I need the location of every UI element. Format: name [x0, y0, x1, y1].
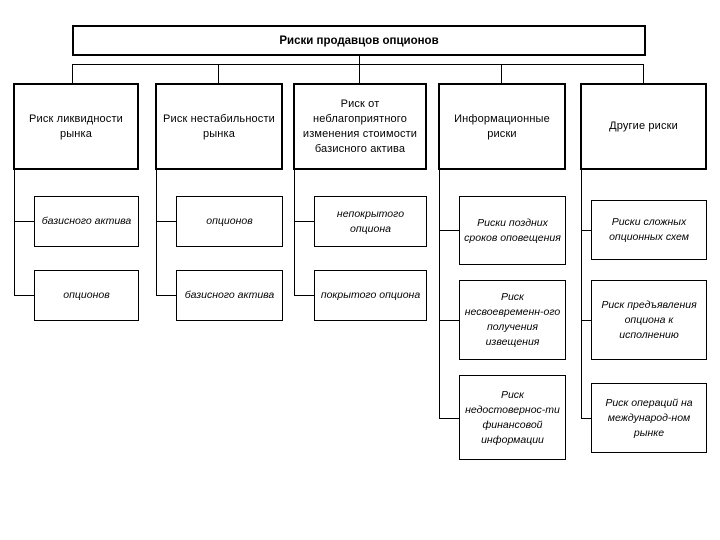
level1-bus — [72, 64, 644, 65]
leaf-box-covered-option: покрытого опциона — [314, 270, 427, 321]
branch-arm-3-1 — [294, 221, 314, 222]
leaf-box-unreliable-info: Риск недостовернос-ти финансовой информа… — [459, 375, 566, 460]
branch-arm-4-2 — [439, 320, 459, 321]
category-label-information: Информационные риски — [454, 112, 550, 140]
diagram-title-box: Риски продавцов опционов — [72, 25, 646, 56]
category-label-price-change: Риск от неблагоприятного изменения стоим… — [302, 97, 418, 155]
leaf-label-liquidity-asset: базисного актива — [41, 215, 132, 227]
leaf-box-international-ops: Риск операций на международ-ном рынке — [591, 383, 707, 453]
branch-trunk-2 — [156, 170, 157, 296]
leaf-label-liquidity-options: опционов — [63, 289, 110, 301]
bus-drop-1 — [72, 64, 73, 83]
bus-drop-2 — [218, 64, 219, 83]
leaf-box-instability-options: опционов — [176, 196, 283, 247]
leaf-label-uncovered-option: непокрытого опциона — [336, 207, 405, 235]
branch-arm-1-1 — [14, 221, 34, 222]
branch-arm-5-1 — [581, 230, 591, 231]
branch-arm-5-2 — [581, 320, 591, 321]
leaf-box-liquidity-options: опционов — [34, 270, 139, 321]
category-box-price-change: Риск от неблагоприятного изменения стоим… — [293, 83, 427, 170]
category-box-liquidity: Риск ликвидности рынка — [13, 83, 139, 170]
leaf-label-instability-asset: базисного актива — [184, 289, 275, 301]
category-label-other: Другие риски — [609, 120, 678, 132]
leaf-box-instability-asset: базисного актива — [176, 270, 283, 321]
diagram-title: Риски продавцов опционов — [279, 34, 439, 47]
leaf-label-option-presentation: Риск предъявления опциона к исполнению — [601, 298, 697, 341]
branch-arm-2-2 — [156, 295, 176, 296]
bus-drop-4 — [501, 64, 502, 83]
leaf-label-unreliable-info: Риск недостовернос-ти финансовой информа… — [465, 388, 560, 446]
branch-arm-5-3 — [581, 418, 591, 419]
category-label-instability: Риск нестабильности рынка — [163, 112, 275, 140]
branch-arm-4-1 — [439, 230, 459, 231]
leaf-label-late-notice: Риски поздних сроков оповещения — [464, 216, 561, 244]
branch-trunk-4 — [439, 170, 440, 419]
category-box-information: Информационные риски — [438, 83, 566, 170]
category-box-other: Другие риски — [580, 83, 707, 170]
branch-arm-3-2 — [294, 295, 314, 296]
leaf-label-international-ops: Риск операций на международ-ном рынке — [605, 396, 693, 439]
branch-trunk-5 — [581, 170, 582, 419]
leaf-box-untimely-receipt: Риск несвоевременн-ого получения извещен… — [459, 280, 566, 360]
leaf-box-option-presentation: Риск предъявления опциона к исполнению — [591, 280, 707, 360]
bus-drop-3 — [359, 64, 360, 83]
branch-arm-4-3 — [439, 418, 459, 419]
leaf-box-liquidity-asset: базисного актива — [34, 196, 139, 247]
leaf-label-complex-schemes: Риски сложных опционных схем — [609, 216, 689, 243]
leaf-label-covered-option: покрытого опциона — [320, 289, 421, 301]
leaf-box-uncovered-option: непокрытого опциона — [314, 196, 427, 247]
leaf-box-late-notice: Риски поздних сроков оповещения — [459, 196, 566, 265]
category-box-instability: Риск нестабильности рынка — [155, 83, 283, 170]
category-label-liquidity: Риск ликвидности рынка — [29, 112, 123, 140]
branch-trunk-3 — [294, 170, 295, 296]
bus-drop-5 — [643, 64, 644, 83]
branch-arm-2-1 — [156, 221, 176, 222]
root-stem — [359, 56, 360, 65]
leaf-label-untimely-receipt: Риск несвоевременн-ого получения извещен… — [464, 291, 561, 348]
leaf-box-complex-schemes: Риски сложных опционных схем — [591, 200, 707, 260]
branch-arm-1-2 — [14, 295, 34, 296]
branch-trunk-1 — [14, 170, 15, 296]
leaf-label-instability-options: опционов — [206, 215, 253, 227]
